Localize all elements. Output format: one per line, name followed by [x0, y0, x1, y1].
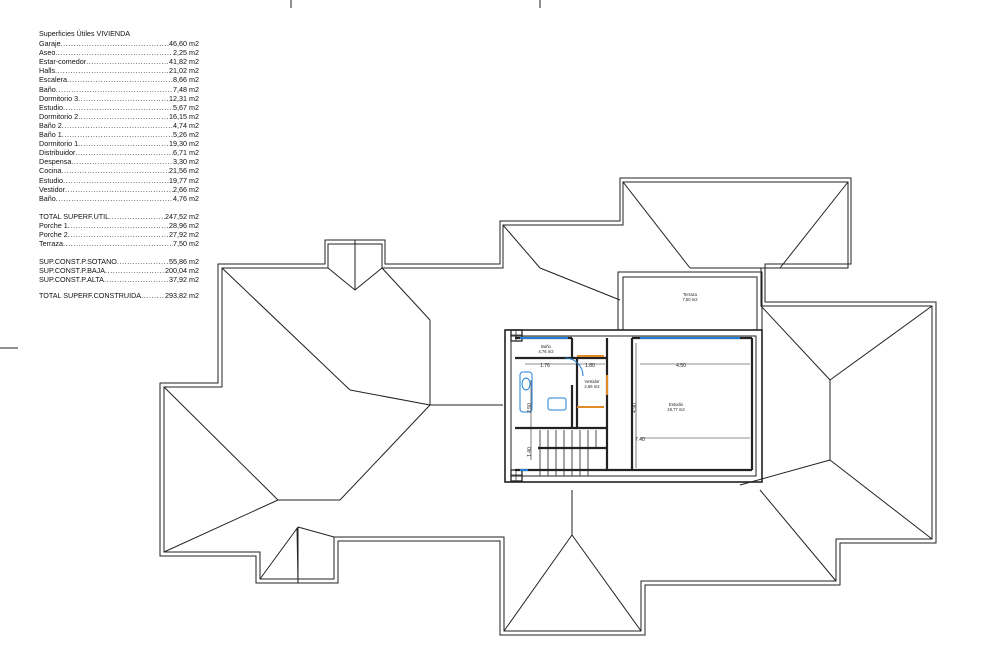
doors	[577, 355, 608, 408]
construida-list: SUP.CONST.P.SOTANO55,86 m2SUP.CONST.P.BA…	[39, 257, 199, 284]
terrace-name: Terraza	[683, 292, 698, 297]
room-row: Distribuidor6,71 m2	[39, 148, 199, 157]
room-row: Escalera8,66 m2	[39, 75, 199, 84]
bano-area: 4,76 m2	[538, 349, 554, 354]
room-row: Baño 15,26 m2	[39, 130, 199, 139]
dim-3: 4.50	[676, 363, 686, 369]
room-row: Cocina21,56 m2	[39, 166, 199, 175]
dim-6: 1.40	[527, 447, 533, 457]
bano-name: Baño	[541, 344, 551, 349]
dimension-lines	[525, 343, 750, 468]
dim-2: 1.80	[585, 363, 595, 369]
room-row: Baño7,48 m2	[39, 85, 199, 94]
room-row: Estudio5,67 m2	[39, 103, 199, 112]
roof-outline	[159, 177, 937, 636]
surface-legend: Superficies Útiles VIVIENDA Garaje46,60 …	[39, 29, 199, 301]
corner-column-bottom	[510, 469, 523, 482]
total-row: Porche 128,96 m2	[39, 221, 199, 230]
construida-row: SUP.CONST.P.BAJA200,04 m2	[39, 266, 199, 275]
construida-row: SUP.CONST.P.ALTA37,92 m2	[39, 275, 199, 284]
room-row: Dormitorio 216,15 m2	[39, 112, 199, 121]
vestidor-area: 2,66 m2	[584, 384, 600, 389]
legend-title: Superficies Útiles VIVIENDA	[39, 29, 131, 38]
vestidor-name: Vestidor	[584, 379, 600, 384]
washbasin	[547, 397, 567, 411]
room-row: Halls21,02 m2	[39, 66, 199, 75]
construida-row: SUP.CONST.P.SOTANO55,86 m2	[39, 257, 199, 266]
room-row: Aseo2,25 m2	[39, 48, 199, 57]
stair-treads	[539, 430, 597, 476]
dim-4: 4.90	[632, 403, 638, 413]
total-construida-row: TOTAL SUPERF.CONSTRUIDA 293,82 m2	[39, 291, 199, 300]
total-row: TOTAL SUPERF.UTIL247,52 m2	[39, 212, 199, 221]
estudio-area: 19,77 m2	[667, 407, 685, 412]
door-swing	[564, 357, 584, 377]
total-row: Porche 227,92 m2	[39, 230, 199, 239]
hip-lines	[163, 181, 933, 632]
corner-column-top	[510, 329, 523, 342]
dim-1: 1.76	[540, 363, 550, 369]
estudio-name: Estudio	[669, 402, 684, 407]
rooms-list: Garaje46,60 m2Aseo2,25 m2Estar-comedor41…	[39, 39, 199, 203]
room-row: Despensa3,30 m2	[39, 157, 199, 166]
terrace-area: 7,50 m2	[682, 297, 698, 302]
windows	[520, 337, 740, 471]
terrace-outline	[617, 271, 763, 330]
bathtub	[519, 371, 533, 413]
dim-5: 7.40	[635, 437, 645, 443]
room-row: Estar-comedor41,82 m2	[39, 57, 199, 66]
room-row: Baño 24,74 m2	[39, 121, 199, 130]
upper-floor-outline	[504, 329, 763, 483]
room-row: Garaje46,60 m2	[39, 39, 199, 48]
toilet	[521, 377, 531, 391]
room-row: Dormitorio 312,31 m2	[39, 94, 199, 103]
room-row: Dormitorio 119,30 m2	[39, 139, 199, 148]
dim-7: 2.50	[527, 403, 533, 413]
